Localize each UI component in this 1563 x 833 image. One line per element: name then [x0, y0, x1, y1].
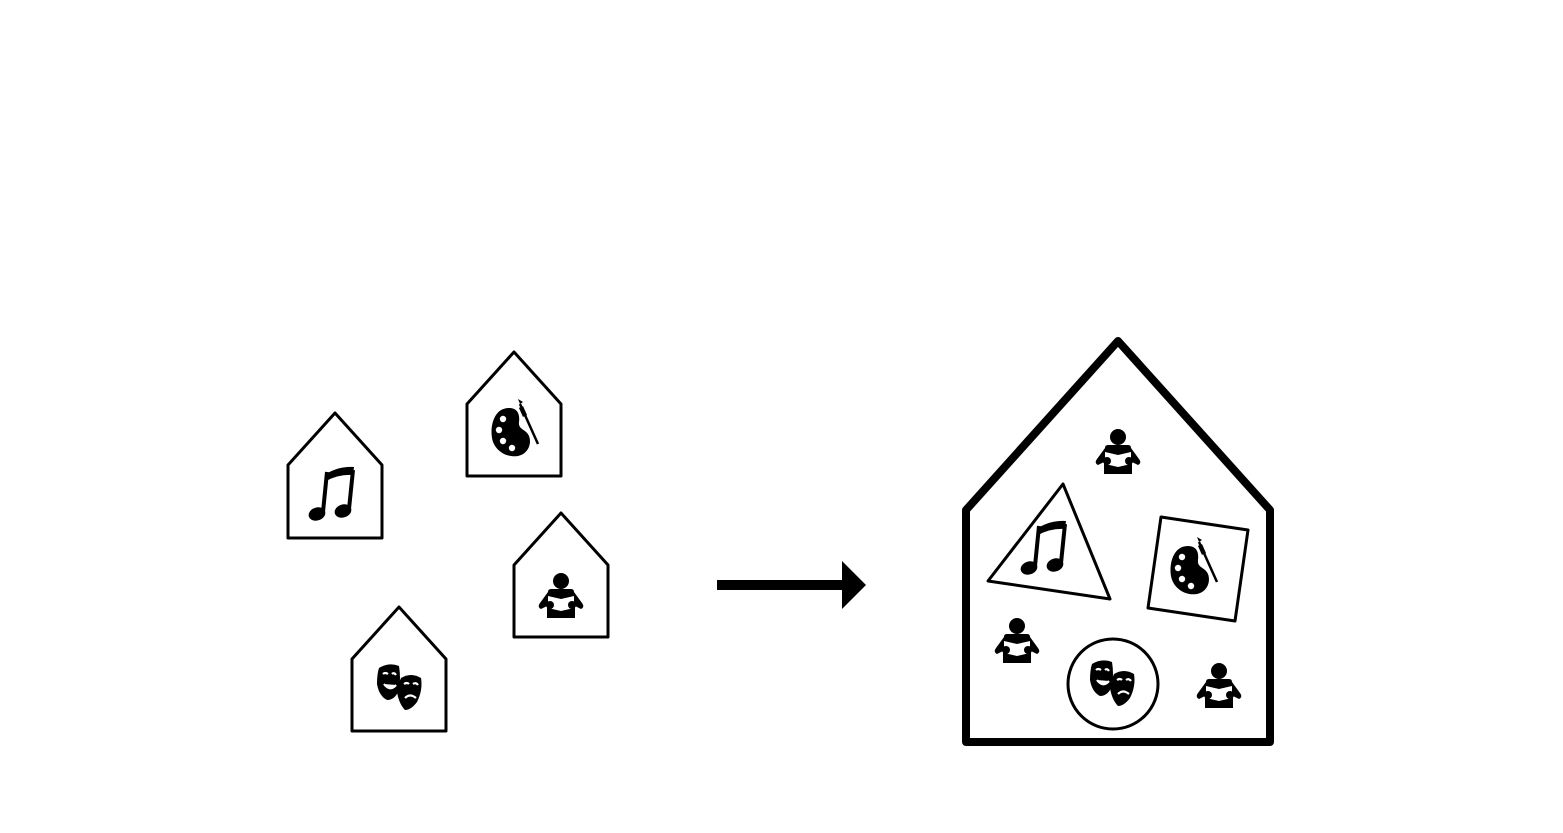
- theater-masks-icon: [375, 663, 423, 712]
- combined-house: [962, 337, 1274, 746]
- art-palette-icon: [1171, 537, 1217, 594]
- reader-icon: [538, 573, 584, 618]
- art-house: [465, 350, 563, 478]
- theater-zone-circle: [1066, 637, 1160, 731]
- music-note-icon: [1016, 518, 1068, 579]
- reading-house: [512, 511, 610, 639]
- music-note-icon: [304, 464, 356, 525]
- music-house: [286, 411, 384, 540]
- arrow-right-icon: [717, 561, 866, 609]
- art-palette-icon: [492, 399, 538, 456]
- reader-icon: [1196, 663, 1242, 708]
- theater-masks-icon: [1088, 659, 1136, 708]
- art-zone-square: [1146, 515, 1250, 623]
- reader-icon: [1095, 429, 1141, 474]
- reader-icon: [994, 618, 1040, 663]
- music-zone-triangle: [986, 482, 1112, 601]
- theater-house: [350, 605, 448, 733]
